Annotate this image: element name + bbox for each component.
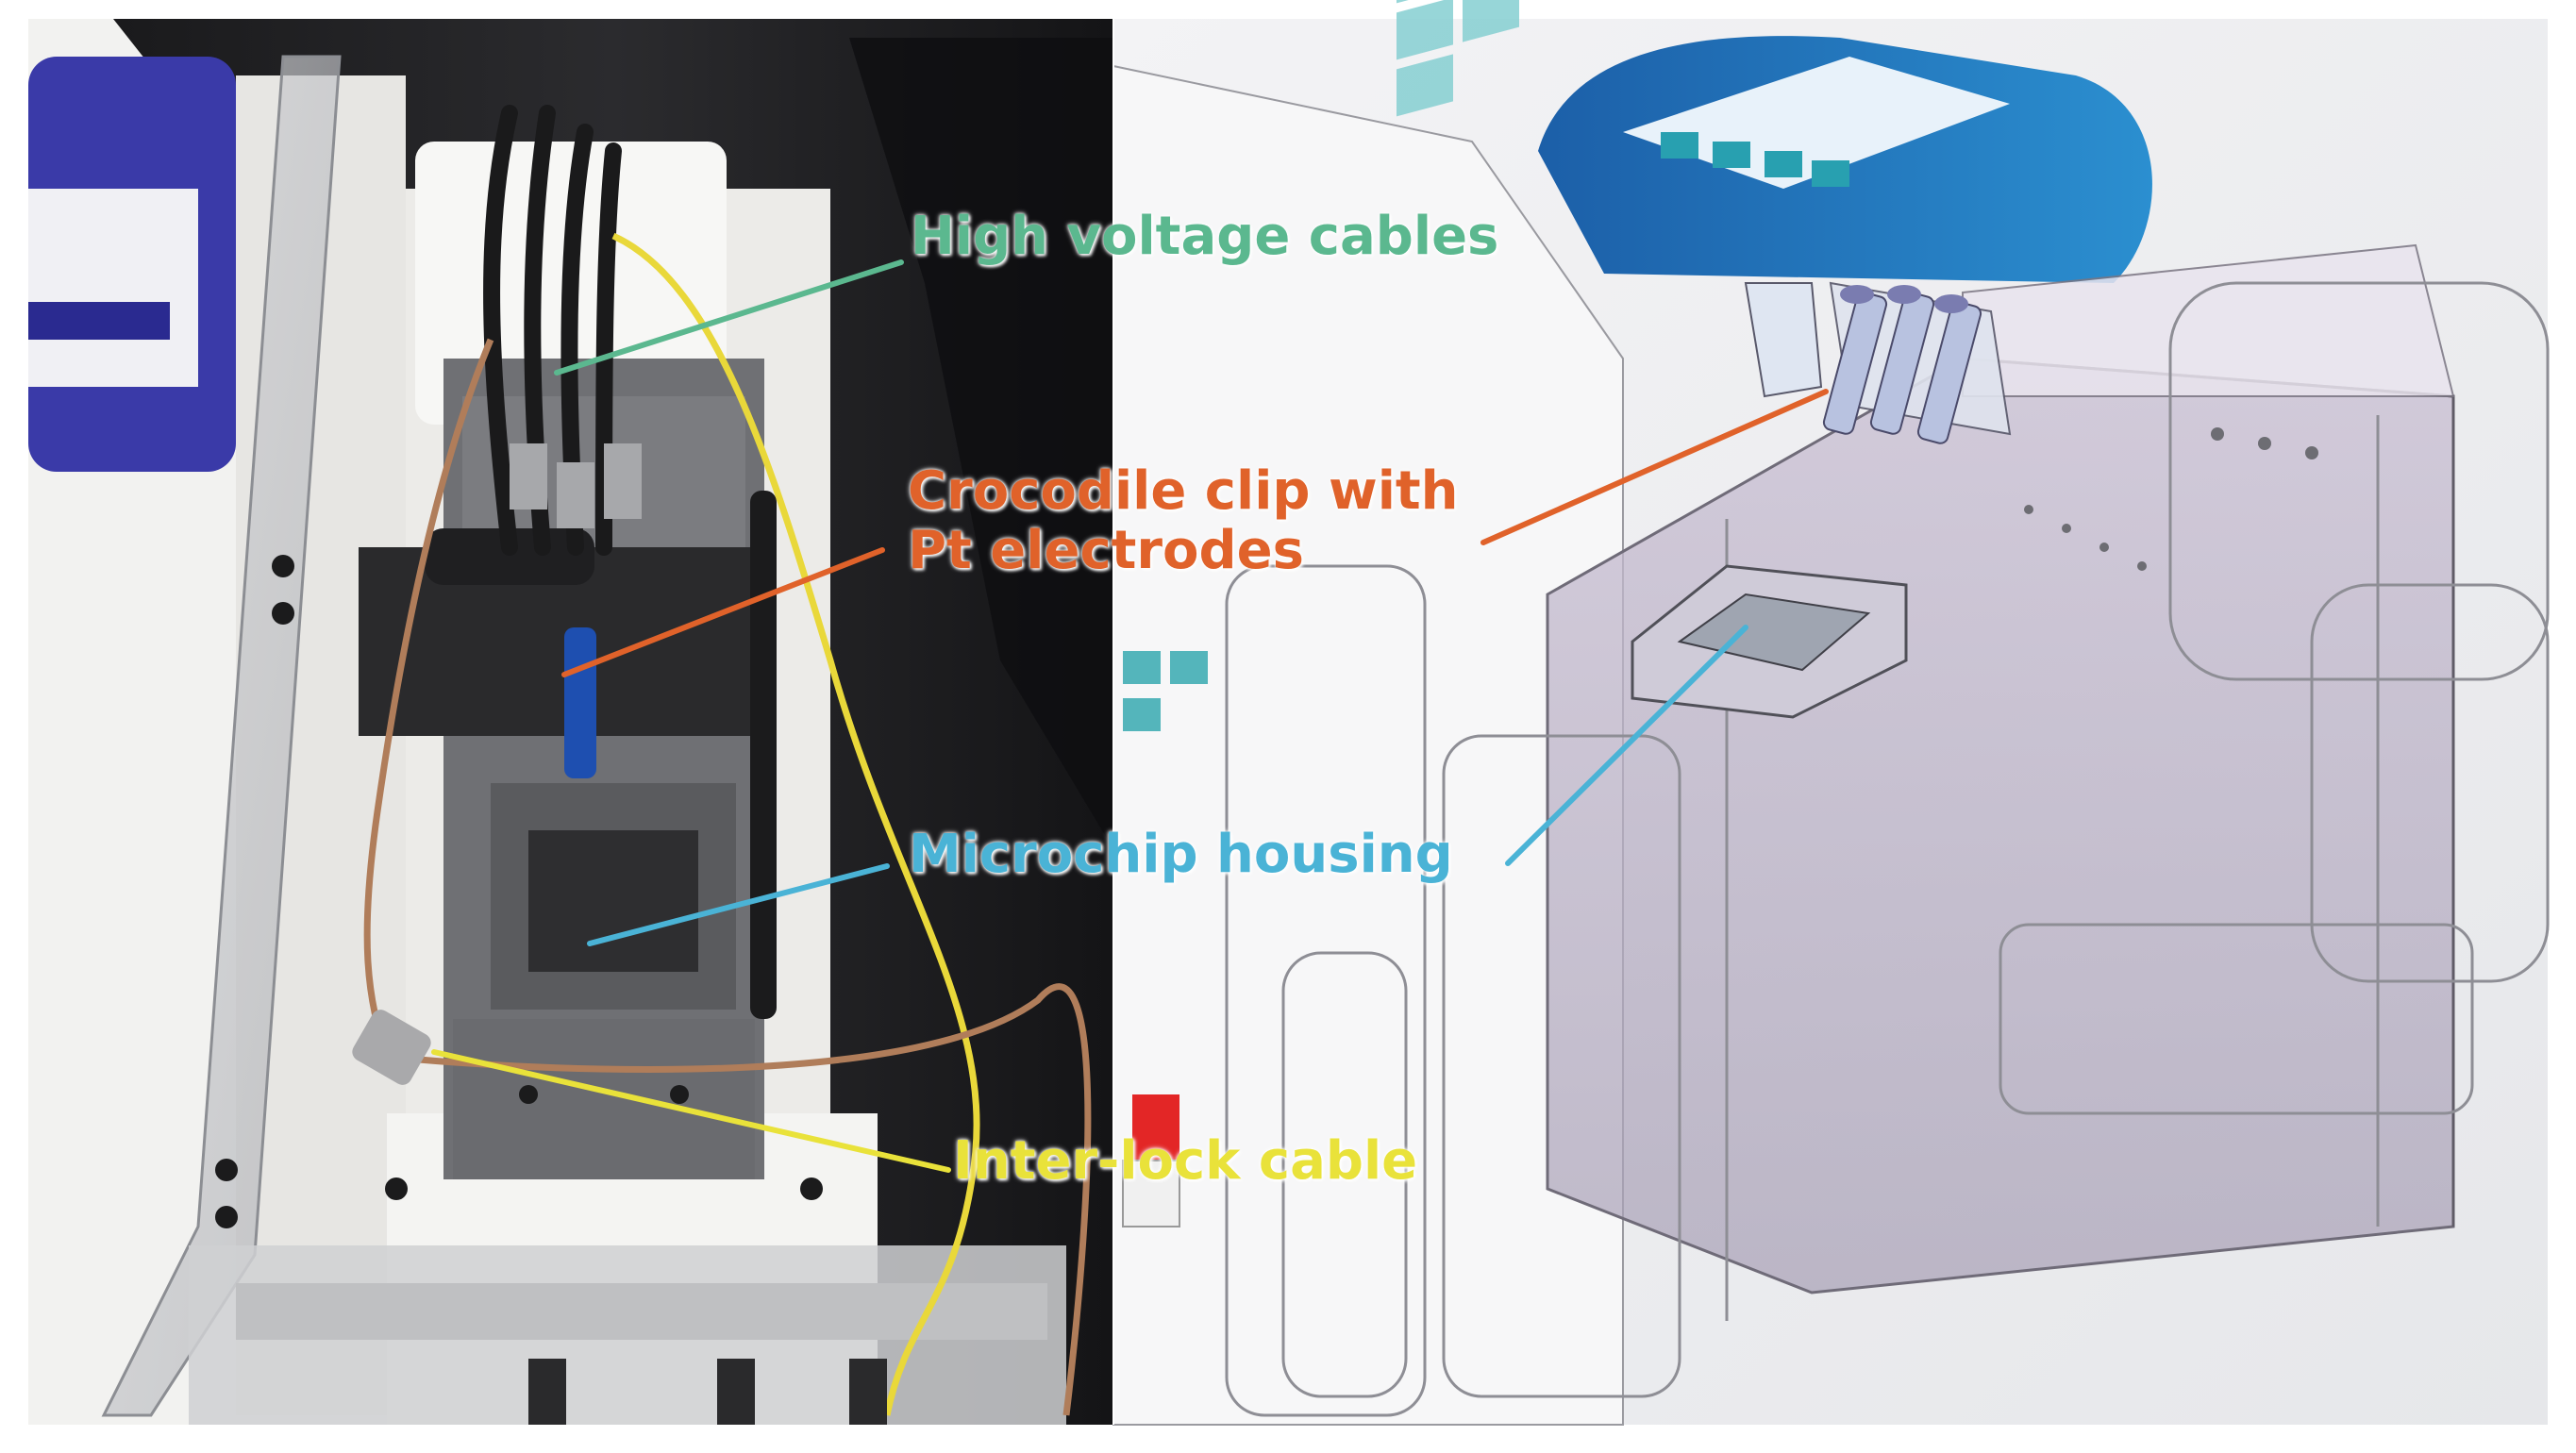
- high-voltage-cables-leader: [554, 259, 904, 376]
- label-crocodile-clip-line2: Pt electrodes: [908, 519, 1304, 581]
- microchip-housing-leader-left: [587, 863, 890, 946]
- left-photo-panel: [28, 19, 1113, 1425]
- microchip-housing-leader-right: [1505, 625, 1748, 866]
- right-cad-panel: [1112, 0, 2550, 1426]
- callout-leaders: [431, 259, 1829, 1173]
- label-interlock-cable-text: Inter-lock cable: [953, 1130, 1418, 1192]
- interlock-cable-leader: [431, 1049, 951, 1173]
- crocodile-clip-leader-right: [1480, 389, 1829, 545]
- crocodile-clip-leader-left: [561, 547, 885, 677]
- label-interlock-cable: Inter-lock cable: [953, 1130, 1418, 1192]
- label-crocodile-clip: Crocodile clip with Pt electrodes: [908, 460, 1459, 581]
- label-microchip-housing-text: Microchip housing: [909, 824, 1453, 885]
- label-crocodile-clip-line1: Crocodile clip with: [908, 460, 1459, 522]
- label-high-voltage-cables: High voltage cables: [911, 206, 1499, 267]
- label-high-voltage-cables-text: High voltage cables: [911, 206, 1499, 267]
- label-microchip-housing: Microchip housing: [909, 824, 1453, 885]
